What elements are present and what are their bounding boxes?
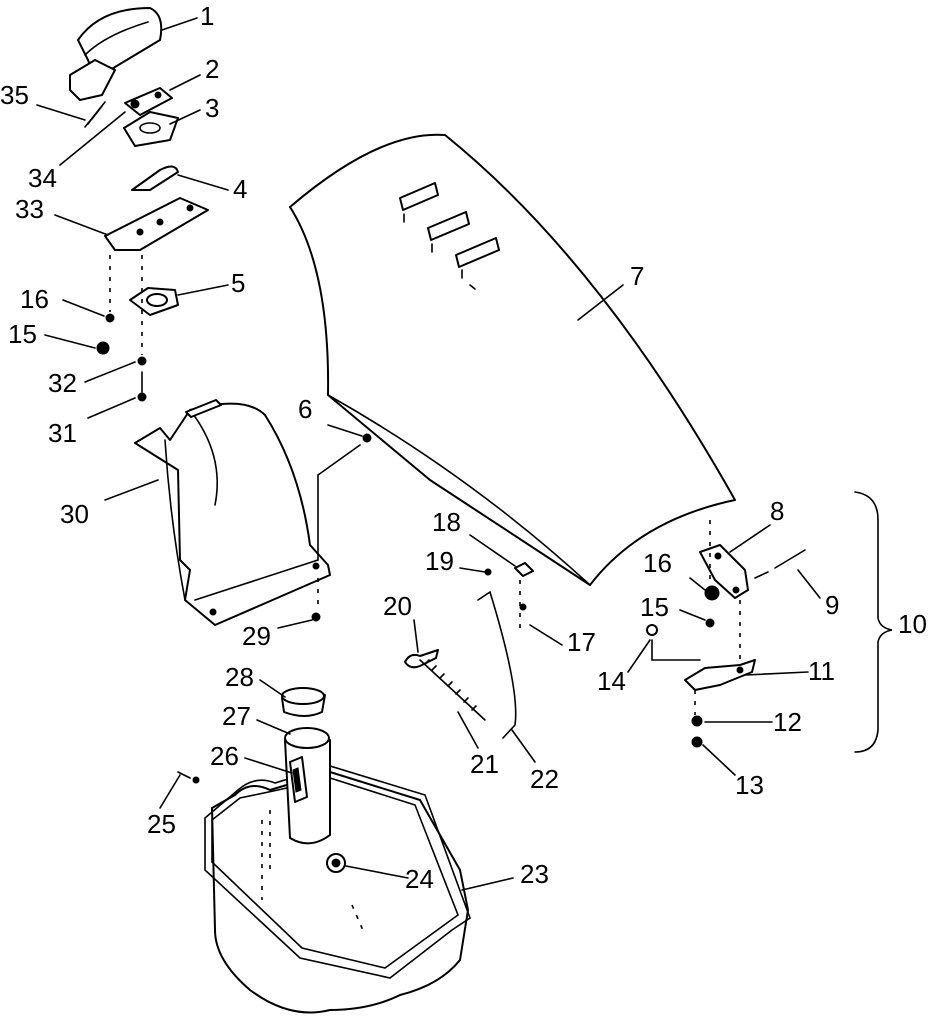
seat-latch-handle	[69, 7, 163, 101]
callout-5: 5	[231, 268, 245, 298]
callout-13: 13	[735, 770, 764, 800]
callout-30: 30	[60, 499, 89, 529]
callout-10: 10	[898, 609, 927, 639]
callout-21: 21	[470, 749, 499, 779]
fender-guard	[134, 399, 331, 626]
callout-16b: 16	[20, 284, 49, 314]
callout-20: 20	[383, 591, 412, 621]
group-bracket	[854, 491, 893, 753]
callout-9: 9	[825, 590, 839, 620]
spring	[84, 101, 106, 128]
callout-11: 11	[808, 656, 835, 686]
filler-cap	[281, 687, 326, 717]
callout-29: 29	[242, 621, 271, 651]
callout-19: 19	[425, 546, 454, 576]
callout-15b: 15	[8, 319, 37, 349]
bracket-plate-33	[104, 197, 209, 251]
callout-4: 4	[233, 174, 247, 204]
hood-cover	[289, 133, 736, 586]
clip-4	[131, 165, 179, 191]
plate-3	[123, 111, 179, 147]
bolt-9	[754, 549, 806, 579]
callout-2: 2	[205, 54, 219, 84]
hood-hardware	[311, 433, 372, 622]
latch-small-parts	[646, 520, 741, 661]
callout-1: 1	[200, 1, 214, 31]
callout-7: 7	[630, 261, 644, 291]
callout-labels: 1 2 3 4 5 6 7 8 9 10 11 12 13 14 15 15 1…	[0, 1, 927, 894]
small-fasteners-left	[96, 255, 147, 402]
callout-18: 18	[432, 507, 461, 537]
leader-lines	[36, 17, 821, 891]
callout-35: 35	[0, 80, 29, 110]
screw-25	[177, 771, 200, 784]
callout-12: 12	[773, 707, 802, 737]
callout-34: 34	[28, 163, 57, 193]
callout-32: 32	[48, 368, 77, 398]
plate-2	[124, 87, 173, 116]
callout-6: 6	[298, 394, 312, 424]
latch-bracket-8	[699, 544, 749, 599]
base-5	[129, 287, 179, 316]
callout-31: 31	[48, 418, 77, 448]
callout-17: 17	[567, 627, 596, 657]
callout-33: 33	[15, 194, 44, 224]
callout-14: 14	[597, 666, 626, 696]
rod-cable	[404, 562, 534, 739]
fuel-tank	[204, 765, 471, 1014]
callout-28: 28	[225, 662, 254, 692]
callout-26: 26	[210, 741, 239, 771]
callout-27: 27	[222, 701, 251, 731]
filler-neck	[284, 727, 331, 845]
callout-15a: 15	[640, 592, 669, 622]
washers-12-13	[691, 690, 703, 748]
callout-16a: 16	[643, 548, 672, 578]
callout-22: 22	[530, 764, 559, 794]
drain-nut	[326, 853, 346, 873]
callout-23: 23	[520, 859, 549, 889]
latch-hook-11	[684, 659, 756, 691]
callout-25: 25	[147, 809, 176, 839]
callout-8: 8	[770, 496, 784, 526]
callout-24: 24	[405, 864, 434, 894]
callout-3: 3	[205, 93, 219, 123]
